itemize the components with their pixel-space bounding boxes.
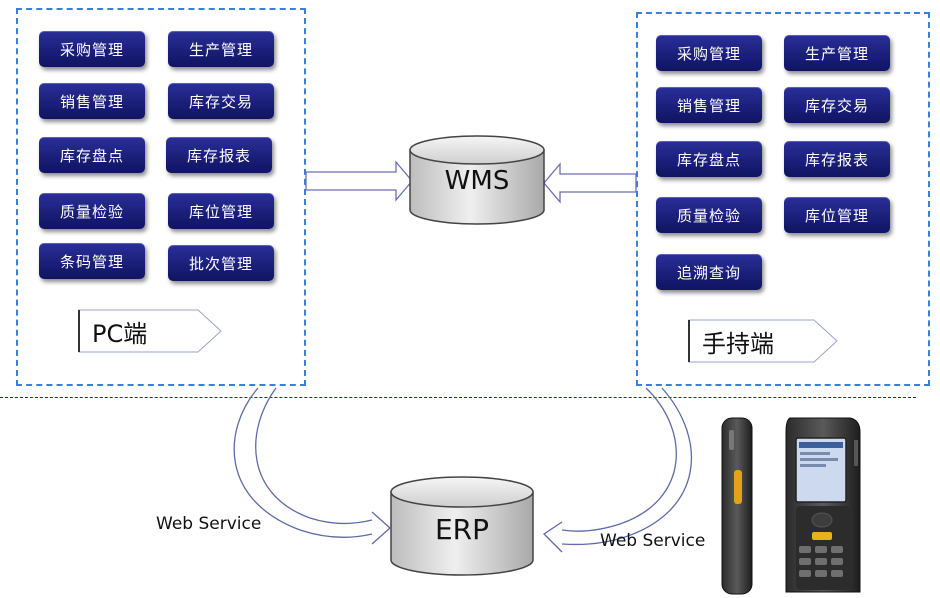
erp-database: ERP xyxy=(391,505,533,555)
handheld-tag-label: 手持端 xyxy=(702,329,774,358)
handheld-tag: 手持端 xyxy=(688,319,838,363)
handheld-module[interactable]: 追溯查询 xyxy=(656,254,762,290)
erp-database-icon xyxy=(390,476,534,576)
wms-label: WMS xyxy=(444,166,510,196)
pc-to-wms-arrow xyxy=(305,160,413,202)
handheld-device-front-image xyxy=(785,417,861,593)
handheld-to-erp-curve-arrow xyxy=(542,387,692,553)
handheld-module[interactable]: 库存盘点 xyxy=(656,141,762,177)
pc-module[interactable]: 采购管理 xyxy=(39,31,145,67)
pc-panel xyxy=(16,8,306,386)
erp-label: ERP xyxy=(434,513,490,546)
handheld-module[interactable]: 生产管理 xyxy=(784,35,890,71)
separator-line xyxy=(0,397,916,398)
pc-module[interactable]: 库存交易 xyxy=(168,83,274,119)
pc-module[interactable]: 库存报表 xyxy=(166,137,272,173)
handheld-module[interactable]: 库存交易 xyxy=(784,87,890,123)
pc-module[interactable]: 库存盘点 xyxy=(39,137,145,173)
pc-tag-label: PC端 xyxy=(92,319,148,348)
pc-module[interactable]: 生产管理 xyxy=(168,31,274,67)
wms-database: WMS xyxy=(410,160,544,210)
pc-module[interactable]: 条码管理 xyxy=(39,243,145,279)
web-service-right-label: Web Service xyxy=(600,531,706,551)
handheld-module[interactable]: 采购管理 xyxy=(656,35,762,71)
handheld-to-wms-arrow xyxy=(543,162,637,204)
handheld-module[interactable]: 质量检验 xyxy=(656,197,762,233)
pc-module[interactable]: 销售管理 xyxy=(39,83,145,119)
handheld-tag-shape xyxy=(688,319,838,363)
pc-module[interactable]: 库位管理 xyxy=(168,193,274,229)
handheld-panel xyxy=(636,12,930,386)
pc-module[interactable]: 批次管理 xyxy=(168,245,274,281)
handheld-module[interactable]: 销售管理 xyxy=(656,87,762,123)
web-service-left-label: Web Service xyxy=(156,514,262,534)
handheld-device-side-image xyxy=(721,417,753,595)
pc-tag: PC端 xyxy=(78,309,222,353)
handheld-module[interactable]: 库位管理 xyxy=(784,197,890,233)
pc-to-erp-curve-arrow xyxy=(233,387,391,545)
wms-database-icon xyxy=(409,135,545,225)
handheld-module[interactable]: 库存报表 xyxy=(784,141,890,177)
pc-tag-shape xyxy=(78,309,222,353)
pc-module[interactable]: 质量检验 xyxy=(39,193,145,229)
